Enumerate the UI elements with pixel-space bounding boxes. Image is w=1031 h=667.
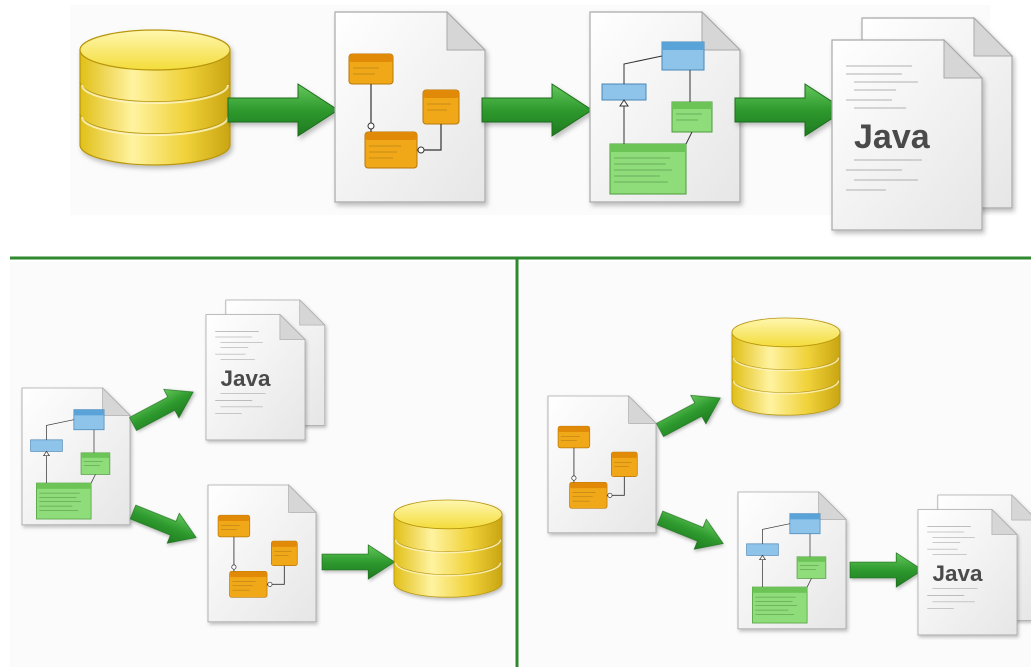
panel-bottom-right-flow: Java [548,318,1031,635]
java-source-files-icon: Java [832,18,1012,230]
er-diagram-document-icon [335,12,485,202]
java-label: Java [854,118,931,156]
er-diagram-document-icon [208,485,316,622]
uml-class-diagram-document-icon [738,492,846,629]
java-label: Java [933,561,983,586]
uml-class-diagram-document-icon [22,388,130,525]
panel-top-flow: Java [80,12,1012,230]
database-icon [732,318,840,415]
database-icon [394,500,502,597]
panel-bottom-left-flow: Java [22,300,502,622]
java-label: Java [221,366,271,391]
java-source-files-icon: Java [206,300,325,440]
database-icon [80,30,230,165]
java-source-files-icon: Java [918,495,1031,635]
uml-class-diagram-document-icon [590,12,740,202]
er-diagram-document-icon [548,396,656,533]
